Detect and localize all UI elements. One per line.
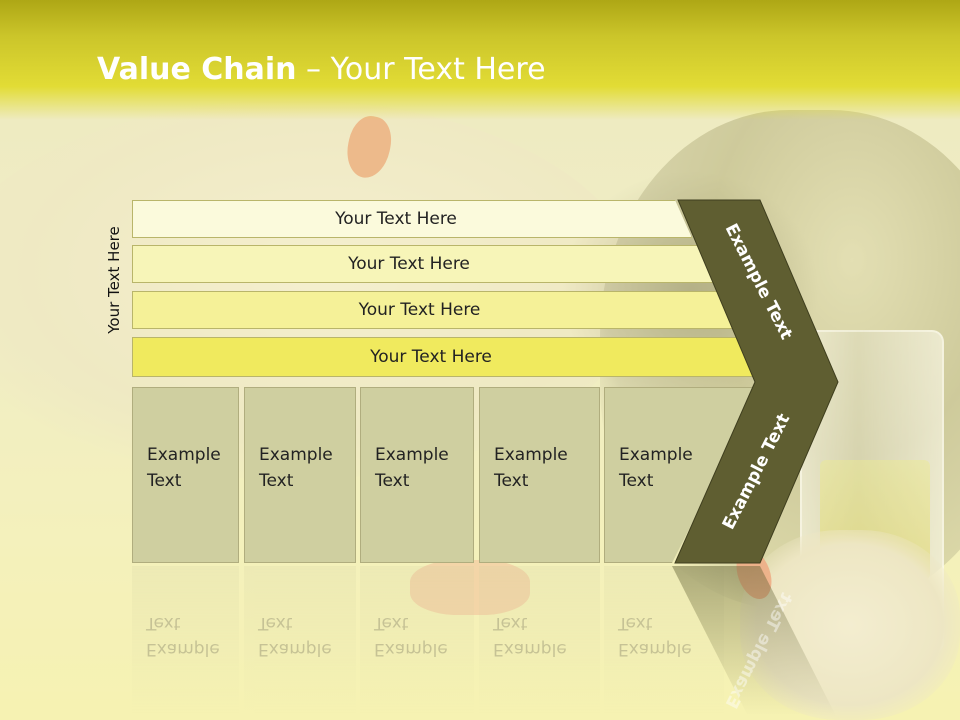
activity-box-1-line1: Example	[147, 445, 221, 465]
value-row-4: Your Text Here	[132, 337, 762, 377]
value-row-2: Your Text Here	[132, 245, 718, 283]
activity-box-3: Example Text	[360, 387, 474, 563]
activity-box-4-line2: Text	[494, 471, 529, 491]
activity-box-3-line2: Text	[375, 471, 410, 491]
value-row-4-text: Your Text Here	[370, 347, 492, 367]
activity-box-1-line2: Text	[147, 471, 182, 491]
activity-box-3-line1: Example	[375, 445, 449, 465]
chevron-reflection	[672, 566, 836, 716]
activity-box-2-line1: Example	[259, 445, 333, 465]
activity-box-4: Example Text	[479, 387, 600, 563]
value-row-3-text: Your Text Here	[358, 300, 481, 320]
value-row-1-text: Your Text Here	[335, 209, 457, 229]
value-row-3: Your Text Here	[132, 291, 739, 329]
activity-box-5-line2: Text	[619, 471, 654, 491]
activity-box-2-line2: Text	[259, 471, 294, 491]
slide-title: Value Chain – Your Text Here	[97, 52, 546, 87]
title-bold: Value Chain	[97, 52, 297, 87]
activity-box-5-line1: Example	[619, 445, 693, 465]
value-row-2-text: Your Text Here	[348, 254, 470, 274]
activity-box-4-line1: Example	[494, 445, 568, 465]
chevron-shape	[674, 199, 839, 564]
value-row-1: Your Text Here	[132, 200, 692, 238]
activity-box-2: Example Text	[244, 387, 356, 563]
title-bar	[0, 0, 960, 120]
activity-box-1: Example Text	[132, 387, 239, 563]
title-rest: – Your Text Here	[296, 52, 546, 87]
